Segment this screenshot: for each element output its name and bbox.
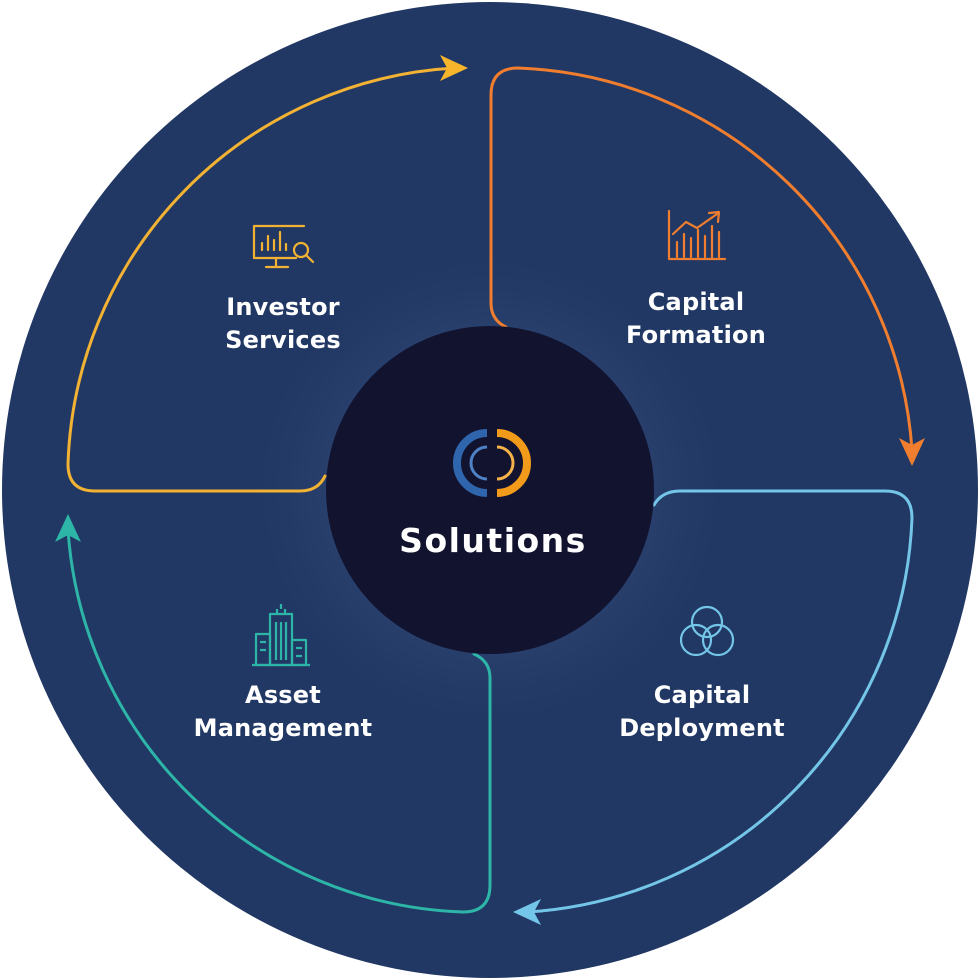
capital-formation-line1: Capital <box>647 288 745 316</box>
overlapping-circles-icon <box>679 605 735 657</box>
office-buildings-icon <box>252 604 310 667</box>
capital-deployment-path <box>526 489 914 914</box>
capital-deployment-label: Capital Deployment <box>572 679 832 745</box>
capital-formation-label: Capital Formation <box>566 286 826 352</box>
center-label: Solutions <box>399 521 587 560</box>
capital-deployment-arrow <box>513 899 541 925</box>
investor-services-path <box>66 66 457 493</box>
growth-chart-icon <box>667 209 727 261</box>
asset-management-line1: Asset <box>245 681 321 709</box>
asset-management-arrow <box>55 514 81 542</box>
solutions-logo-icon <box>453 429 531 497</box>
asset-management-label: Asset Management <box>153 679 413 745</box>
investor-services-label: Investor Services <box>153 291 413 357</box>
investor-services-arrow <box>440 55 468 81</box>
capital-deployment-line1: Capital <box>653 681 751 709</box>
investor-services-line1: Investor <box>226 293 340 321</box>
capital-formation-path <box>489 66 914 452</box>
capital-formation-arrow <box>899 438 925 466</box>
asset-management-path <box>66 528 492 914</box>
asset-management-line2: Management <box>193 714 373 742</box>
center-circle <box>326 326 654 654</box>
capital-deployment-line2: Deployment <box>619 714 785 742</box>
investor-services-line2: Services <box>225 326 341 354</box>
capital-formation-line2: Formation <box>625 321 767 349</box>
monitor-chart-search-icon <box>252 224 315 269</box>
